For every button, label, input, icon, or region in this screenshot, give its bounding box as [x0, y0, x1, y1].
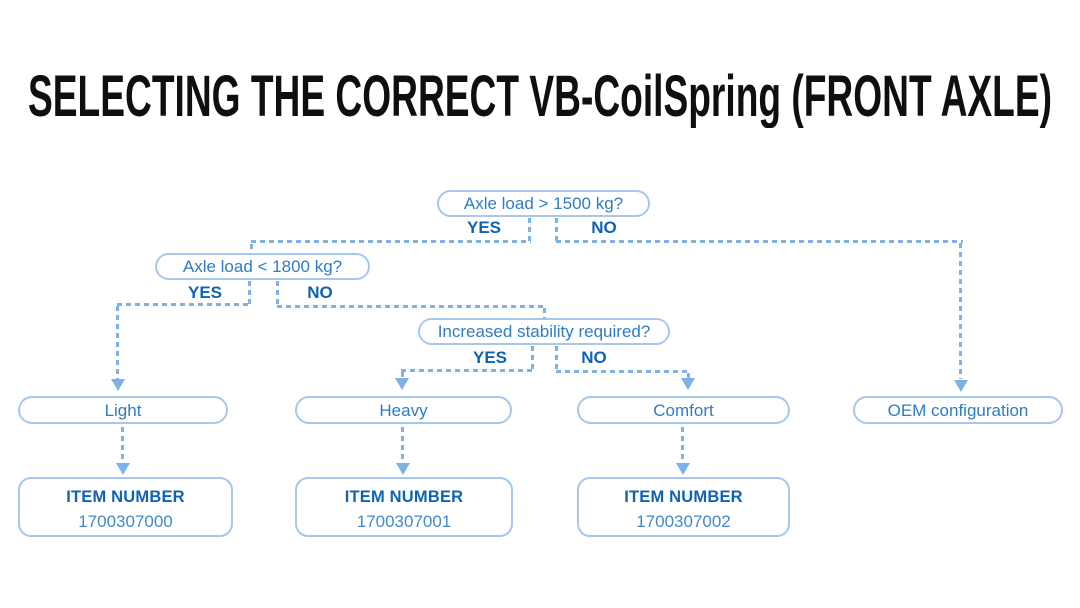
arrow-down-icon-item-2 — [396, 463, 410, 475]
connector-heavy-to-item — [401, 427, 404, 463]
connector-stub-decision-1-no — [555, 218, 558, 242]
connector-yes-1-horizontal — [251, 240, 531, 243]
connector-stub-decision-2-yes — [248, 281, 251, 305]
item-number-value: 1700307002 — [636, 511, 731, 531]
item-number-heading: ITEM NUMBER — [624, 488, 743, 506]
connector-comfort-to-item — [681, 427, 684, 463]
connector-stub-decision-1-yes — [528, 218, 531, 242]
result-box-heavy: Heavy — [295, 396, 512, 424]
connector-stub-decision-3-no — [555, 346, 558, 370]
connector-yes-3-drop — [401, 372, 404, 379]
page-title: SELECTING THE CORRECT VB-CoilSpring (FRO… — [28, 66, 1052, 128]
connector-no-3-drop — [687, 373, 690, 379]
result-box-comfort: Comfort — [577, 396, 790, 424]
item-number-value: 1700307001 — [356, 511, 452, 531]
decision-box-stability: Increased stability required? — [418, 318, 670, 345]
label-yes-decision-3: YES — [472, 348, 508, 367]
connector-yes-2-horizontal — [117, 303, 251, 306]
connector-no-3-horizontal — [556, 370, 689, 373]
title-area: SELECTING THE CORRECT VB-CoilSpring (FRO… — [28, 66, 1052, 128]
item-number-value: 1700307000 — [78, 511, 173, 531]
connector-stub-decision-2-no — [276, 281, 279, 305]
connector-no-1-horizontal — [556, 240, 963, 243]
item-number-heading: ITEM NUMBER — [66, 488, 185, 506]
arrow-down-icon-light — [111, 379, 125, 391]
arrow-down-icon-heavy — [395, 378, 409, 390]
item-number-box-heavy: ITEM NUMBER 1700307001 — [295, 477, 513, 537]
connector-no-2-horizontal — [277, 305, 546, 308]
connector-yes-3-horizontal — [401, 369, 534, 372]
item-number-heading: ITEM NUMBER — [344, 488, 464, 506]
arrow-down-icon-oem — [954, 380, 968, 392]
decision-box-axle-load-1500: Axle load > 1500 kg? — [437, 190, 650, 217]
label-no-decision-2: NO — [307, 283, 333, 302]
arrow-down-icon-item-1 — [116, 463, 130, 475]
label-no-decision-3: NO — [581, 348, 607, 367]
label-no-decision-1: NO — [591, 218, 617, 237]
arrow-down-icon-comfort — [681, 378, 695, 390]
connector-stub-decision-3-yes — [531, 346, 534, 370]
connector-no-1-drop — [959, 243, 962, 379]
item-number-box-comfort: ITEM NUMBER 1700307002 — [577, 477, 790, 537]
connector-no-2-drop — [543, 308, 546, 318]
label-yes-decision-1: YES — [466, 218, 502, 237]
connector-yes-1-drop — [250, 244, 253, 253]
result-box-light: Light — [18, 396, 228, 424]
item-number-box-light: ITEM NUMBER 1700307000 — [18, 477, 233, 537]
connector-light-to-item — [121, 427, 124, 463]
decision-box-axle-load-1800: Axle load < 1800 kg? — [155, 253, 370, 280]
label-yes-decision-2: YES — [187, 283, 223, 302]
result-box-oem-configuration: OEM configuration — [853, 396, 1063, 424]
connector-yes-2-drop — [116, 306, 119, 379]
arrow-down-icon-item-3 — [676, 463, 690, 475]
